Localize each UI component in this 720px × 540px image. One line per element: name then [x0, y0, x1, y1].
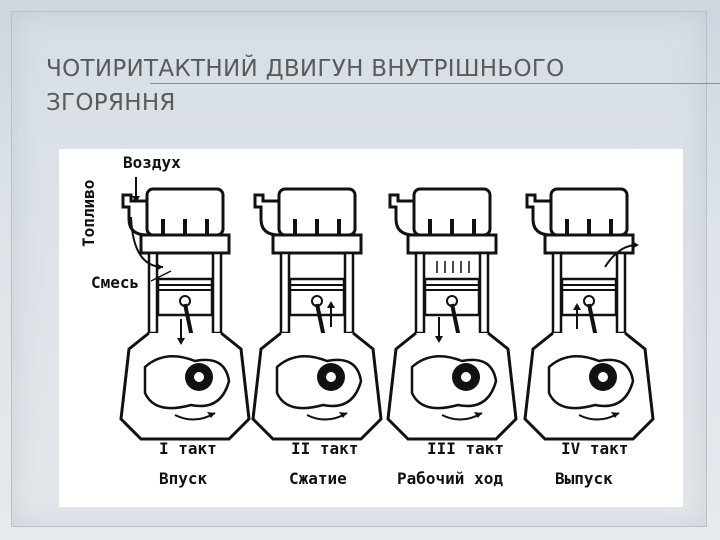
stroke-3-name: Рабочий ход — [397, 469, 503, 488]
cylinder-1 — [119, 187, 251, 441]
title-line-1: ЧОТИРИТАКТНИЙ ДВИГУН ВНУТРІШНЬОГО — [46, 56, 565, 82]
title-line-2: ЗГОРЯННЯ — [46, 90, 176, 116]
engine-diagram-drawing — [119, 177, 655, 441]
stroke-2-number: II такт — [291, 439, 359, 458]
label-fuel: Топливо — [79, 179, 98, 247]
stroke-1-name: Впуск — [159, 469, 208, 488]
slide-title: ЧОТИРИТАКТНИЙ ДВИГУН ВНУТРІШНЬОГО ЗГОРЯН… — [46, 52, 686, 120]
stroke-4-name: Выпуск — [555, 469, 613, 488]
cylinder-4 — [523, 187, 655, 441]
title-underline — [150, 83, 720, 84]
stroke-3-number: III такт — [427, 439, 505, 458]
cylinder-3 — [386, 187, 518, 441]
label-air: Воздух — [123, 153, 181, 172]
engine-diagram: Воздух Топливо Смесь I такт Впуск II так… — [59, 149, 683, 507]
cylinder-2 — [251, 187, 383, 441]
label-mixture: Смесь — [91, 273, 140, 292]
stroke-2-name: Сжатие — [289, 469, 347, 488]
stroke-1-number: I такт — [159, 439, 217, 458]
stroke-4-number: IV такт — [561, 439, 629, 458]
